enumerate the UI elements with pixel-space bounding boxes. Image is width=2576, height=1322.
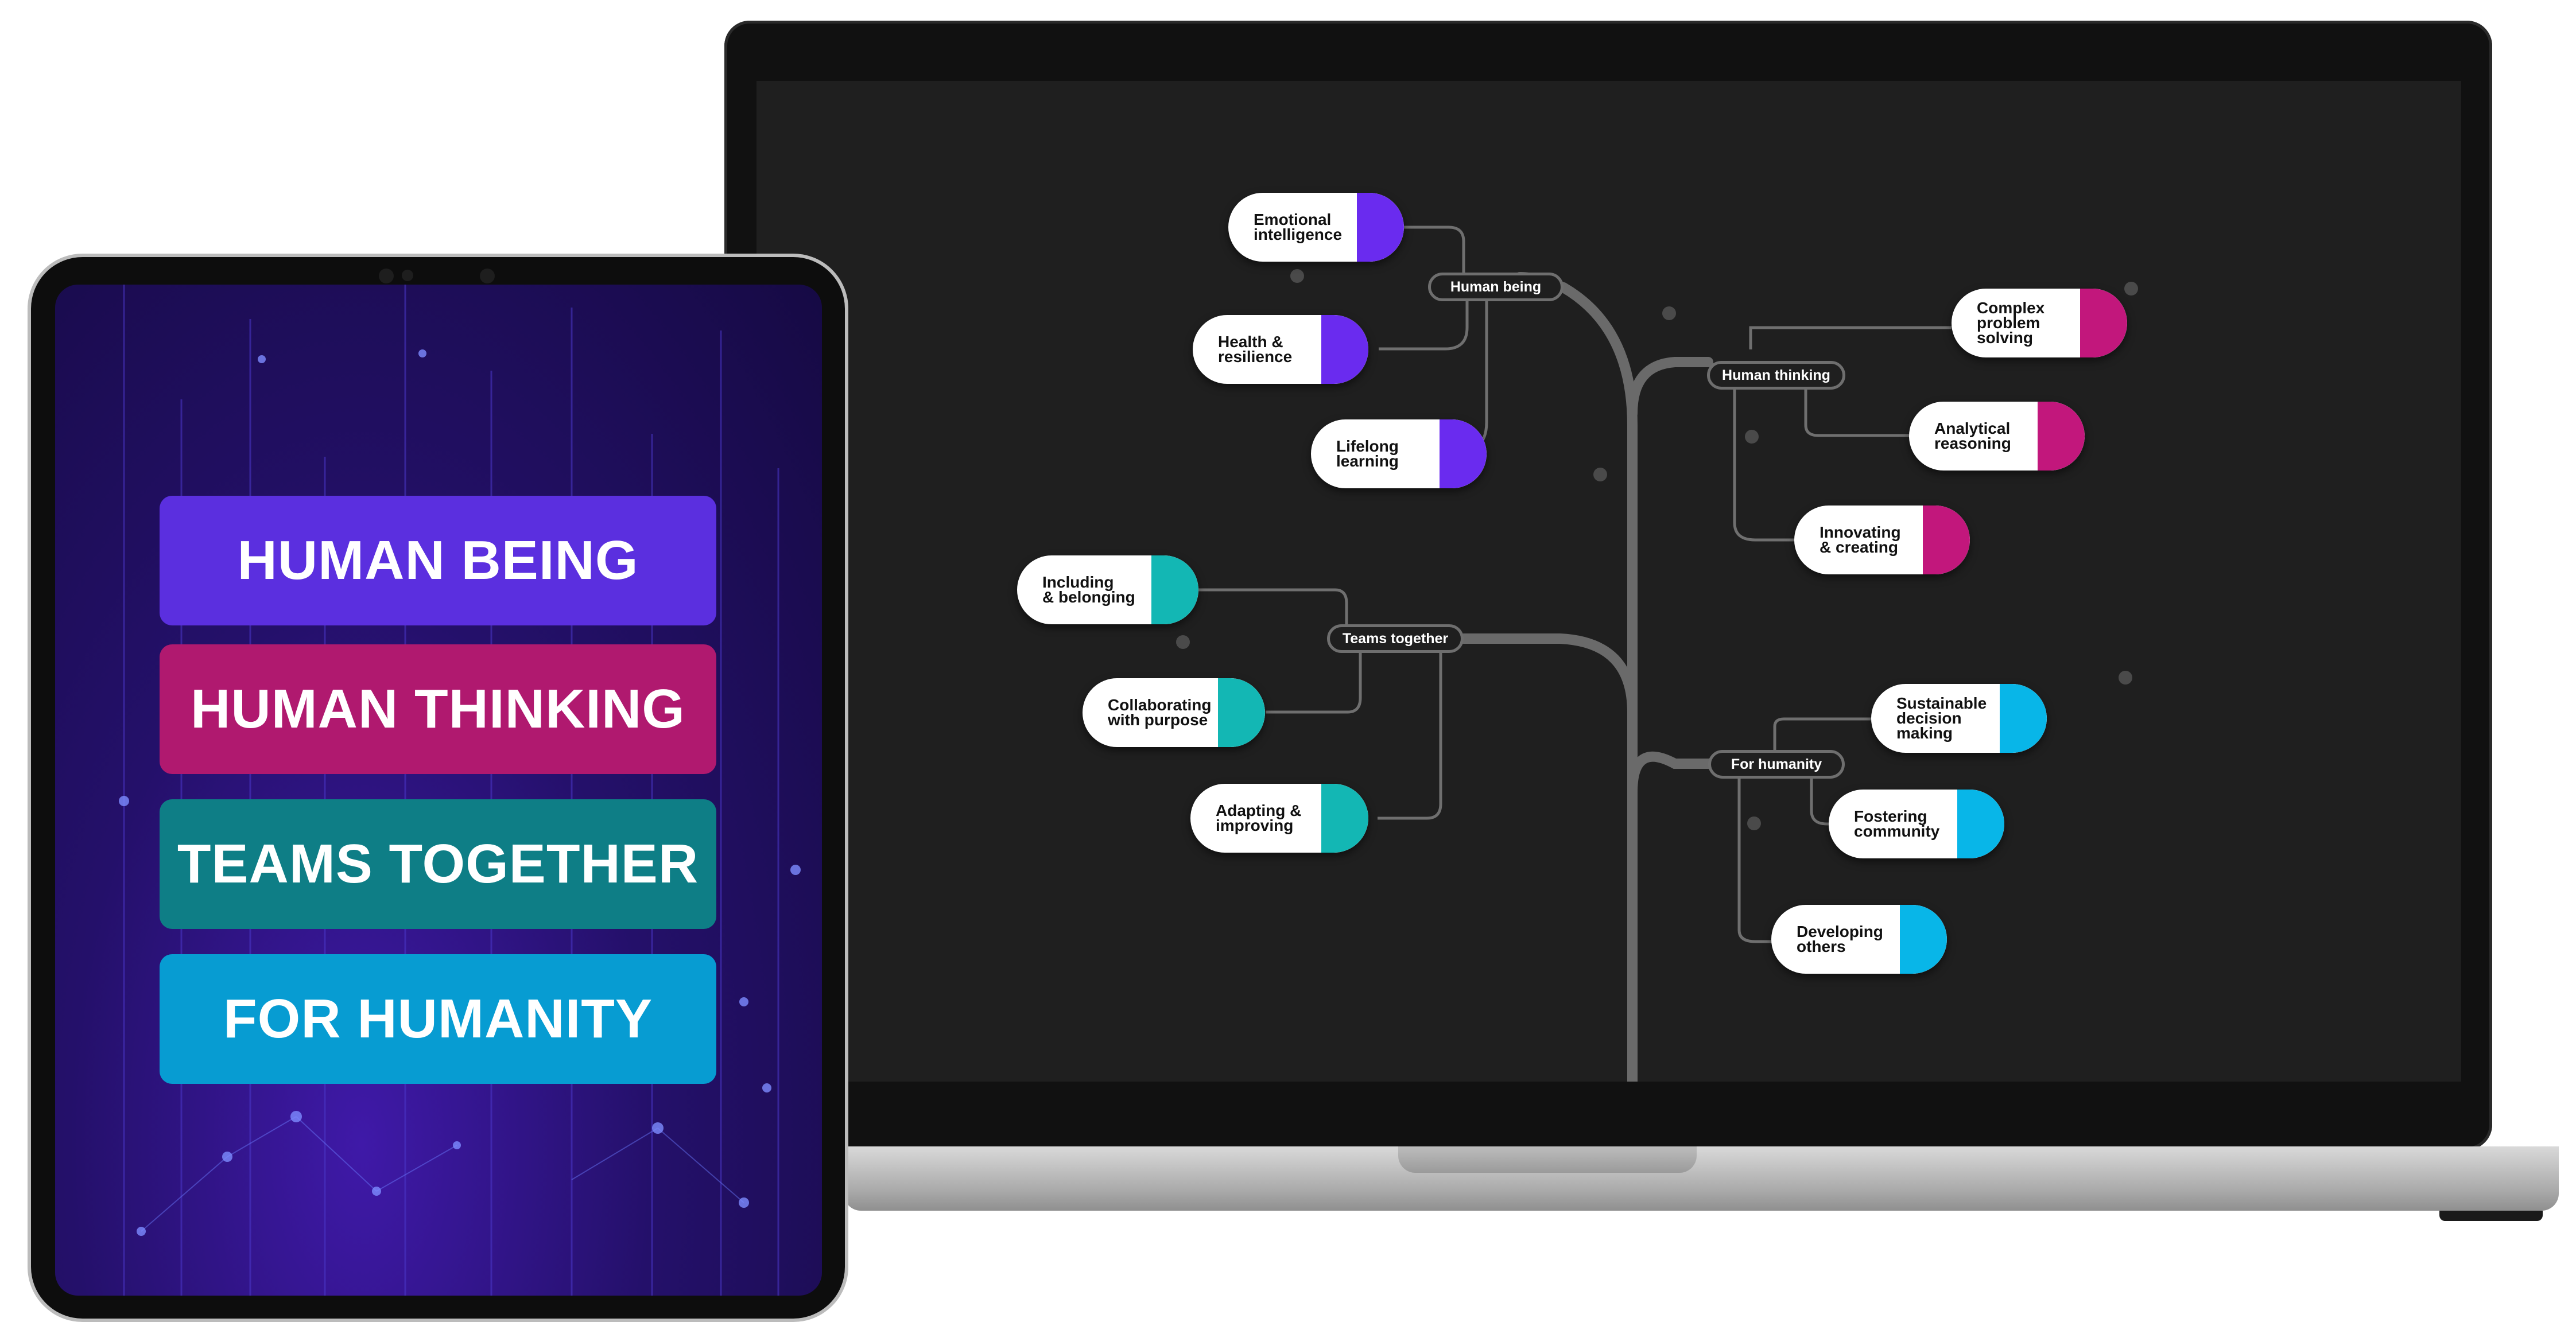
hub-teams-together[interactable]: Teams together [1327, 624, 1464, 653]
hub-label: Teams together [1342, 630, 1449, 647]
tablet-screen [55, 285, 822, 1296]
node-label: Developing others [1797, 923, 1883, 955]
node-label: Complex problem solving [1977, 299, 2045, 347]
button-label: HUMAN BEING [237, 530, 639, 591]
teams-together-button[interactable]: TEAMS TOGETHER [160, 799, 716, 929]
mindmap-connectors [1176, 225, 2138, 1082]
node-label: Including & belonging [1042, 573, 1135, 606]
tablet-camera-dot [379, 269, 394, 283]
human-thinking-button[interactable]: HUMAN THINKING [160, 644, 716, 774]
laptop-base [844, 1146, 2559, 1211]
node-developing-others[interactable]: Developing others [1771, 905, 1947, 974]
button-label: HUMAN THINKING [191, 678, 685, 740]
node-label: Health & resilience [1218, 333, 1293, 366]
human-being-button[interactable]: HUMAN BEING [160, 496, 716, 625]
hub-label: Human thinking [1722, 367, 1830, 383]
hub-human-thinking[interactable]: Human thinking [1707, 361, 1845, 390]
node-lifelong-learning[interactable]: Lifelong learning [1311, 419, 1487, 488]
node-including-belonging[interactable]: Including & belonging [1017, 555, 1198, 624]
node-label: Collaborating with purpose [1108, 696, 1212, 729]
node-label: Adapting & improving [1216, 802, 1302, 834]
node-sustainable-decision[interactable]: Sustainable decision making [1871, 684, 2047, 753]
node-label: Fostering community [1854, 807, 1940, 840]
laptop-trackpad-notch [1398, 1146, 1697, 1173]
node-analytical-reasoning[interactable]: Analytical reasoning [1909, 402, 2085, 471]
hub-human-being[interactable]: Human being [1428, 273, 1564, 301]
hub-label: Human being [1450, 278, 1542, 295]
hub-label: For humanity [1731, 756, 1822, 772]
laptop-foot [2439, 1211, 2543, 1221]
node-label: Lifelong learning [1336, 437, 1399, 470]
node-collaborating-purpose[interactable]: Collaborating with purpose [1083, 678, 1265, 747]
hub-for-humanity[interactable]: For humanity [1708, 750, 1845, 779]
node-label: Analytical reasoning [1934, 419, 2011, 452]
button-label: FOR HUMANITY [223, 988, 653, 1049]
node-health-resilience[interactable]: Health & resilience [1193, 315, 1368, 384]
for-humanity-button[interactable]: FOR HUMANITY [160, 954, 716, 1084]
tablet-background-pattern [119, 285, 801, 1296]
node-label: Innovating & creating [1820, 523, 1901, 556]
node-complex-problem-solving[interactable]: Complex problem solving [1952, 289, 2127, 357]
tablet-camera-dot [480, 269, 495, 283]
node-label: Emotional intelligence [1254, 211, 1343, 243]
node-adapting-improving[interactable]: Adapting & improving [1190, 784, 1368, 853]
tablet-camera-dot [402, 270, 413, 281]
node-innovating-creating[interactable]: Innovating & creating [1794, 506, 1970, 574]
laptop-screen: Human being Human thinking Teams togethe… [756, 81, 2461, 1082]
node-fostering-community[interactable]: Fostering community [1829, 790, 2004, 858]
node-emotional-intelligence[interactable]: Emotional intelligence [1228, 193, 1404, 262]
button-label: TEAMS TOGETHER [177, 833, 699, 895]
node-label: Sustainable decision making [1896, 694, 1987, 742]
